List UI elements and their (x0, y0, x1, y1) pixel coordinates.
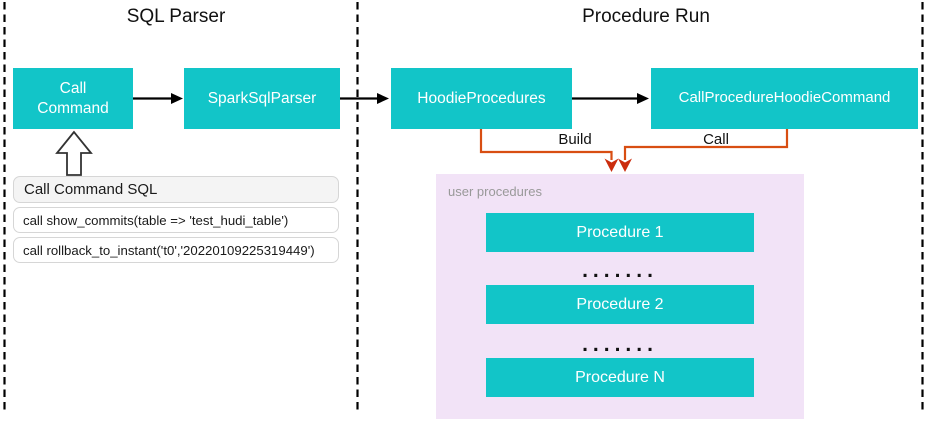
procedure-box-1: Procedure 1 (486, 213, 754, 252)
edge-label-build: Build (558, 131, 592, 148)
call-connector (618, 129, 789, 172)
section-title-procedure-run: Procedure Run (582, 6, 710, 27)
arrow-callcommand-to-sparksqlparser (133, 93, 183, 104)
edge-label-call: Call (703, 131, 729, 148)
section-title-sql-parser: SQL Parser (126, 6, 226, 27)
build-connector (479, 129, 619, 172)
ellipsis-row-1: ....... (582, 259, 658, 282)
node-sparksqlparser: SparkSqlParser (184, 68, 340, 129)
user-procedures-container: user procedures Procedure 1 ....... Proc… (436, 174, 804, 419)
arrow-sparksqlparser-to-hoodieprocedures (340, 93, 389, 104)
node-call-command: Call Command (13, 68, 133, 129)
up-arrow-sql-to-callcommand (55, 130, 93, 176)
procedure-box-2: Procedure 2 (486, 285, 754, 324)
ellipsis-row-2: ....... (582, 333, 658, 356)
node-hoodieprocedures: HoodieProcedures (391, 68, 572, 129)
node-callprocedurehoodiecommand: CallProcedureHoodieCommand (651, 68, 918, 129)
sql-row-show-commits: call show_commits(table => 'test_hudi_ta… (13, 207, 339, 233)
sql-panel: Call Command SQL call show_commits(table… (13, 176, 339, 263)
arrow-hoodieprocedures-to-callprocedurehoodiecommand (572, 93, 649, 104)
sql-panel-header: Call Command SQL (13, 176, 339, 203)
user-procedures-label: user procedures (448, 184, 542, 199)
procedure-box-n: Procedure N (486, 358, 754, 397)
sql-row-rollback-to-instant: call rollback_to_instant('t0','202201092… (13, 237, 339, 263)
